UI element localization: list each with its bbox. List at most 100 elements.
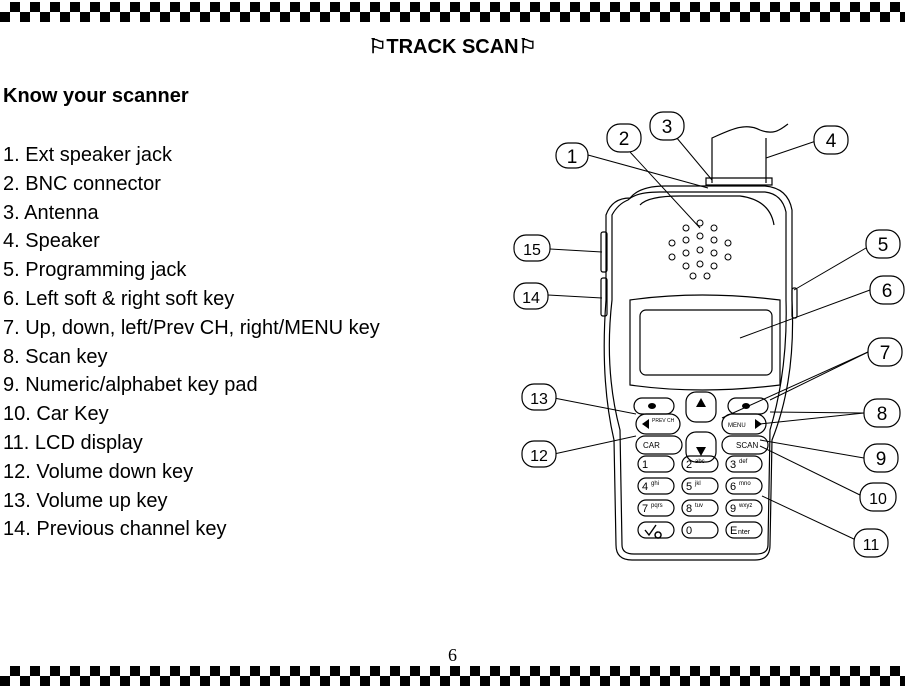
key-7-letters: pqrs (651, 503, 663, 509)
list-item: 2. BNC connector (3, 172, 161, 195)
callout-5 (865, 229, 901, 259)
key-3-letters: def (739, 459, 748, 465)
right-menu-key (721, 413, 767, 435)
callout-1-label: 1 (567, 147, 578, 168)
list-item: 6. Left soft & right soft key (3, 287, 235, 310)
key-0-label: 0 (686, 525, 692, 537)
list-item: 8. Scan key (3, 345, 108, 368)
key-7 (637, 499, 675, 517)
bnc-connector (705, 177, 773, 186)
key-8-letters: tuv (695, 503, 703, 509)
down-arrow-icon (696, 447, 706, 456)
enter-letters: nter (738, 529, 751, 536)
lcd-display (639, 309, 773, 376)
lcd-frame (629, 294, 781, 391)
list-item: 7. Up, down, left/Prev CH, right/MENU ke… (3, 316, 380, 339)
key-6-letters: mno (739, 481, 751, 487)
list-item: 4. Speaker (3, 230, 100, 253)
callout-3-label: 3 (662, 117, 673, 138)
list-item: 5. Programming jack (3, 259, 187, 282)
key-8 (681, 499, 719, 517)
up-key (685, 391, 717, 423)
key-1 (637, 455, 675, 473)
prev-label: PREV CH (652, 418, 675, 424)
key-2-letters: abc (695, 459, 705, 465)
section-heading: Know your scanner (3, 85, 189, 107)
callout-1 (555, 142, 589, 169)
list-item: 13. Volume up key (3, 489, 168, 512)
soft-key-dot-right (742, 403, 750, 409)
key-5-letters: jkl (694, 481, 701, 487)
callout-2-label: 2 (619, 129, 630, 150)
checkered-border-top (0, 2, 905, 22)
top-cap (639, 195, 775, 226)
list-item: 1. Ext speaker jack (3, 144, 172, 166)
speaker-grill (668, 219, 732, 280)
key-3 (725, 455, 763, 473)
scanner-diagram: PREV CH MENU CAR SCAN 1 2 abc 3 def 4 gh… (513, 111, 905, 561)
menu-label: MENU (728, 423, 746, 429)
callout-14 (513, 282, 549, 310)
list-item: 12. Volume down key (3, 460, 194, 483)
callout-12-label: 12 (530, 448, 548, 465)
key-9 (725, 499, 763, 517)
callout-15 (513, 234, 551, 262)
key-6-label: 6 (730, 481, 736, 493)
key-1-label: 1 (642, 459, 648, 471)
callout-10 (859, 482, 897, 512)
callout-4 (813, 125, 849, 155)
device-body (603, 185, 794, 561)
callout-6-label: 6 (882, 281, 893, 302)
callout-2 (606, 123, 642, 153)
flag-icon-left: ⚐ (368, 36, 387, 58)
callout-11-label: 11 (863, 537, 880, 554)
left-arrow-icon (642, 419, 649, 429)
callout-8-label: 8 (877, 404, 888, 425)
key-4-letters: ghi (651, 481, 659, 487)
key-4 (637, 477, 675, 495)
parts-list: 1. Ext speaker jack 2. BNC connector 3. … (3, 141, 380, 544)
title-text: TRACK SCAN (386, 36, 519, 58)
callout-10-label: 10 (869, 491, 887, 508)
key-5-label: 5 (686, 481, 692, 493)
key-2 (681, 455, 719, 473)
key-3-label: 3 (730, 459, 736, 471)
car-key (635, 435, 683, 455)
car-label: CAR (643, 441, 660, 450)
callout-13-label: 13 (530, 391, 548, 408)
callout-11 (853, 528, 889, 558)
key-9-label: 9 (730, 503, 736, 515)
flag-icon-right: ⚐ (518, 36, 537, 58)
callout-4-label: 4 (826, 131, 837, 152)
callout-9-label: 9 (876, 449, 887, 470)
callout-8 (863, 398, 901, 428)
key-enter (725, 521, 763, 539)
list-item: 9. Numeric/alphabet key pad (3, 374, 258, 397)
callout-6 (869, 275, 905, 305)
callout-15-label: 15 (523, 242, 541, 259)
callout-7-label: 7 (880, 343, 891, 364)
up-arrow-icon (696, 398, 706, 407)
key-2-label: 2 (686, 459, 692, 471)
key-4-label: 4 (642, 481, 648, 493)
key-lock (637, 521, 675, 539)
callout-13 (521, 383, 557, 411)
callout-7 (867, 337, 903, 367)
callout-3 (649, 111, 685, 141)
list-item: 3. Antenna (3, 201, 99, 224)
right-arrow-icon (755, 419, 762, 429)
key-7-label: 7 (642, 503, 648, 515)
list-item: 14. Previous channel key (3, 518, 227, 541)
antenna-outline (711, 123, 789, 183)
callout-9 (863, 443, 899, 473)
soft-key-dot-left (648, 403, 656, 409)
key-5 (681, 477, 719, 495)
callout-5-label: 5 (878, 235, 889, 256)
key-6 (725, 477, 763, 495)
scan-label: SCAN (736, 441, 758, 450)
key-9-letters: wxyz (738, 503, 752, 509)
side-button-lower (600, 277, 608, 317)
key-8-label: 8 (686, 503, 692, 515)
checkered-border-bottom (0, 666, 905, 686)
scan-key (721, 435, 769, 455)
